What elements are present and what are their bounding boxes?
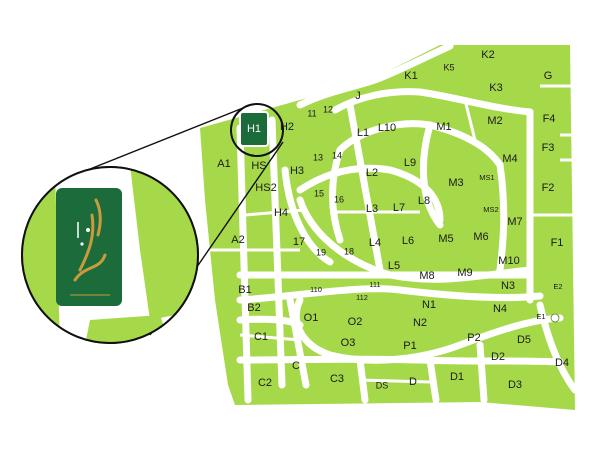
plot-label[interactable]: 110 (310, 285, 322, 294)
plot-label[interactable]: N4 (493, 303, 507, 315)
highlight-circle (230, 103, 284, 157)
plot-label[interactable]: A2 (231, 234, 244, 246)
plot-label[interactable]: D1 (450, 371, 464, 383)
plot-label[interactable]: D2 (491, 351, 505, 363)
plot-label[interactable]: K1 (404, 70, 417, 82)
plot-label[interactable]: E2 (553, 282, 562, 291)
plot-label[interactable]: F1 (551, 237, 564, 249)
plot-label[interactable]: 11 (307, 108, 316, 118)
plot-label[interactable]: 16 (334, 194, 344, 204)
plot-label[interactable]: D (409, 376, 417, 388)
plot-label[interactable]: B2 (247, 302, 260, 314)
plot-label[interactable]: A1 (217, 158, 230, 170)
plot-label[interactable]: C2 (258, 377, 272, 389)
plot-label[interactable]: F4 (543, 113, 556, 125)
plot-label[interactable]: H1 (247, 123, 261, 135)
plot-label[interactable]: L8 (418, 195, 430, 207)
plot-label[interactable]: H3 (290, 165, 304, 177)
plot-label[interactable]: D4 (555, 357, 569, 369)
plot-label[interactable]: G (544, 70, 553, 82)
plot-label[interactable]: HS (251, 160, 266, 172)
e1-marker (550, 313, 560, 323)
highlighted-lot-h1[interactable] (239, 111, 269, 147)
plot-label[interactable]: 12 (323, 104, 333, 114)
plot-label[interactable]: 17 (293, 236, 305, 248)
plot-label[interactable]: D5 (517, 334, 531, 346)
plot-label[interactable]: L6 (402, 235, 414, 247)
road-network (210, 42, 579, 404)
plot-label[interactable]: N3 (501, 280, 515, 292)
plot-label[interactable]: 18 (344, 246, 354, 256)
plot-label[interactable]: M7 (507, 216, 522, 228)
plot-label[interactable]: 111 (369, 280, 380, 289)
plot-label[interactable]: L10 (378, 122, 396, 134)
plot-label[interactable]: MS2 (483, 205, 498, 214)
plot-label[interactable]: L4 (369, 237, 381, 249)
plot-label[interactable]: 112 (356, 293, 368, 302)
plot-label[interactable]: 15 (314, 188, 324, 198)
plot-label[interactable]: O2 (348, 316, 363, 328)
plot-label[interactable]: M10 (498, 255, 519, 267)
plot-label[interactable]: M9 (457, 267, 472, 279)
plot-label[interactable]: C3 (330, 373, 344, 385)
plot-label[interactable]: M3 (448, 177, 463, 189)
plot-label[interactable]: 13 (313, 152, 323, 162)
plot-label[interactable]: H4 (274, 207, 288, 219)
plot-label[interactable]: L2 (366, 167, 378, 179)
plot-label[interactable]: P1 (403, 340, 416, 352)
plot-label[interactable]: O3 (341, 337, 356, 349)
plot-label[interactable]: M8 (419, 270, 434, 282)
plot-label[interactable]: F3 (542, 142, 555, 154)
plot-label[interactable]: H2 (280, 121, 294, 133)
plot-label[interactable]: M4 (502, 153, 517, 165)
plot-label[interactable]: L7 (393, 202, 405, 214)
plot-label[interactable]: K2 (481, 49, 494, 61)
plot-label[interactable]: F2 (542, 182, 555, 194)
plot-label[interactable]: J (355, 90, 361, 102)
plot-labels: K1 K5 K2 K3 G J 11 12 H1 H2 L1 L10 M1 M2… (217, 49, 569, 391)
plot-label[interactable]: C (292, 360, 300, 372)
logo-icon (70, 198, 110, 296)
plot-label[interactable]: DS (376, 380, 389, 390)
plot-label[interactable]: K3 (489, 82, 502, 94)
plot-label[interactable]: E1 (536, 312, 545, 321)
plot-label[interactable]: M5 (438, 233, 453, 245)
plot-label[interactable]: M6 (473, 231, 488, 243)
plot-label[interactable]: L5 (388, 260, 400, 272)
plot-label[interactable]: 14 (332, 150, 342, 160)
plot-label[interactable]: D3 (508, 379, 522, 391)
plot-label[interactable]: N2 (413, 317, 427, 329)
plot-label[interactable]: L9 (404, 157, 416, 169)
zoom-connector-top (79, 105, 249, 174)
plot-label[interactable]: C1 (254, 331, 268, 343)
plot-label[interactable]: L3 (366, 203, 378, 215)
plot-label[interactable]: K5 (443, 62, 454, 72)
plot-label[interactable]: 19 (316, 247, 326, 257)
plot-label[interactable]: MS1 (479, 173, 494, 182)
plot-label[interactable]: N1 (422, 299, 436, 311)
plot-label[interactable]: HS2 (255, 182, 276, 194)
plot-label[interactable]: M1 (436, 121, 451, 133)
plot-label[interactable]: M2 (487, 115, 502, 127)
plot-label[interactable]: P2 (467, 332, 480, 344)
zoom-inset (21, 166, 199, 344)
plot-label[interactable]: B1 (238, 284, 251, 296)
plot-label[interactable]: O1 (304, 312, 319, 324)
plot-label[interactable]: L1 (357, 127, 369, 139)
